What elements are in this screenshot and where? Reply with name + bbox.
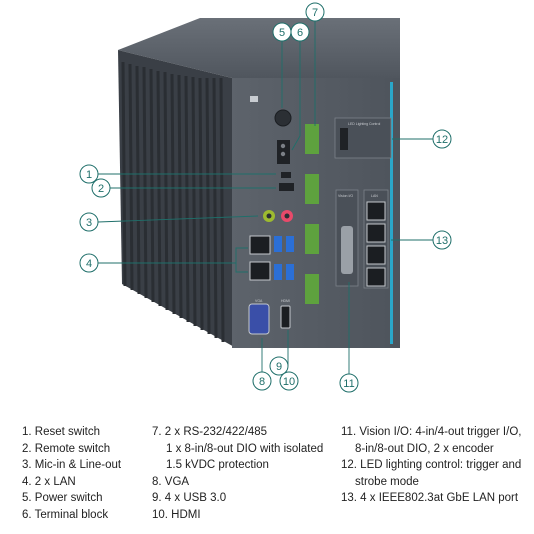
callout-12: 12 <box>432 129 452 149</box>
legend-item-9: 9. 4 x USB 3.0 <box>152 492 227 504</box>
legend-item-1: 1. Reset switch <box>22 426 100 438</box>
reset-switch <box>281 172 291 178</box>
callout-9: 9 <box>269 356 289 376</box>
svg-text:9: 9 <box>276 361 282 373</box>
svg-text:LAN: LAN <box>371 194 378 198</box>
heatsink-fins <box>118 50 236 348</box>
svg-text:5: 5 <box>279 27 285 39</box>
svg-text:2: 2 <box>98 183 104 195</box>
legend-item-10: 10. HDMI <box>152 508 201 521</box>
svg-text:13: 13 <box>436 235 448 247</box>
svg-text:VGA: VGA <box>255 299 263 303</box>
legend-item-7-cont2: 1.5 kVDC protection <box>166 459 269 471</box>
svg-text:3: 3 <box>86 217 92 229</box>
svg-text:8: 8 <box>259 376 265 388</box>
callout-5: 5 <box>272 22 292 42</box>
leader-lines <box>97 20 433 374</box>
legend-item-12-cont: strobe mode <box>355 475 419 488</box>
callout-3: 3 <box>79 212 99 232</box>
callout-13: 13 <box>432 230 452 250</box>
callout-2: 2 <box>91 178 111 198</box>
svg-text:Vision I/O: Vision I/O <box>338 194 353 198</box>
serial-dio-connectors <box>305 124 319 304</box>
legend-column-2: 7. 2 x RS-232/422/485 1 x 8-in/8-out DIO… <box>152 424 323 523</box>
audio-jacks <box>263 210 293 222</box>
legend-item-11: 11. Vision I/O: 4-in/4-out trigger I/O, <box>341 426 522 438</box>
usb-ports <box>274 236 294 280</box>
legend-item-12: 12. LED lighting control: trigger and <box>341 459 522 471</box>
legend-column-1: 1. Reset switch 2. Remote switch 3. Mic-… <box>22 424 121 523</box>
svg-text:10: 10 <box>283 376 295 388</box>
svg-text:LED Lighting Control: LED Lighting Control <box>348 122 381 126</box>
callout-10: 10 <box>279 371 299 391</box>
legend-item-3: 3. Mic-in & Line-out <box>22 459 122 471</box>
accent-edge <box>390 82 393 344</box>
legend-item-6: 6. Terminal block <box>22 508 109 521</box>
svg-text:4: 4 <box>86 258 92 270</box>
brand-logo <box>250 96 258 102</box>
legend-item-8: 8. VGA <box>152 475 190 488</box>
vision-io-panel: Vision I/O <box>335 189 359 287</box>
led-lighting-control: LED Lighting Control <box>334 117 392 159</box>
svg-text:1: 1 <box>86 169 92 181</box>
callout-1: 1 <box>79 164 99 184</box>
product-diagram: VGA HDMI Vision I/O LAN LED Lighting Con… <box>79 2 452 393</box>
callout-4: 4 <box>79 253 99 273</box>
callout-8: 8 <box>252 371 272 391</box>
legend-item-7: 7. 2 x RS-232/422/485 <box>152 426 268 438</box>
legend-column-3: 11. Vision I/O: 4-in/4-out trigger I/O, … <box>341 424 521 507</box>
lan-ports-left <box>249 235 271 281</box>
legend-item-13: 13. 4 x IEEE802.3at GbE LAN port <box>341 492 519 504</box>
legend-item-5: 5. Power switch <box>22 492 103 504</box>
legend-item-11-cont: 8-in/8-out DIO, 2 x encoder <box>355 442 494 455</box>
svg-text:6: 6 <box>297 27 303 39</box>
legend-item-7-cont: 1 x 8-in/8-out DIO with isolated <box>166 442 324 455</box>
callout-6: 6 <box>290 22 310 42</box>
svg-text:HDMI: HDMI <box>281 299 290 303</box>
legend-item-2: 2. Remote switch <box>22 442 111 455</box>
svg-text:11: 11 <box>343 378 354 390</box>
legend-item-4: 4. 2 x LAN <box>22 475 76 488</box>
remote-switch <box>279 183 294 191</box>
lan-ports-right: LAN <box>363 189 389 289</box>
svg-text:7: 7 <box>312 7 318 19</box>
callout-7: 7 <box>305 2 325 22</box>
callout-11: 11 <box>339 373 359 393</box>
hdmi-port: HDMI <box>280 299 291 329</box>
power-switch <box>274 109 292 127</box>
svg-text:12: 12 <box>436 134 448 146</box>
terminal-block <box>277 140 290 164</box>
vga-port: VGA <box>248 299 270 335</box>
